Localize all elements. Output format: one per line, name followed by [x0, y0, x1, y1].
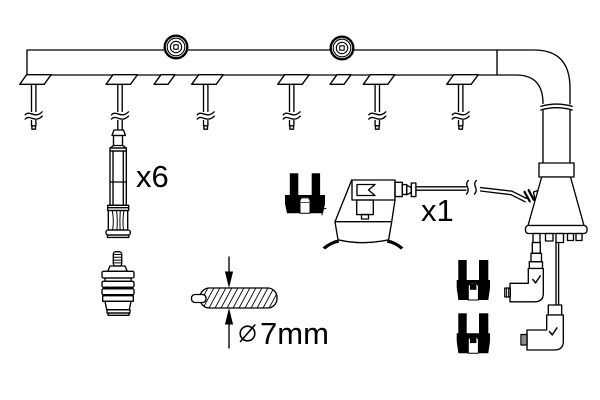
branch-wire: [196, 83, 215, 130]
harness-tabs: [19, 74, 479, 85]
quantity-label-x1: x1: [421, 193, 454, 228]
ribbed-adapter: [101, 251, 135, 316]
check-mark: [532, 275, 541, 284]
diameter-symbol: [239, 324, 256, 343]
cable-harness-rail: [26, 49, 573, 164]
diameter-dimension: [224, 256, 256, 349]
foot-left: [322, 239, 339, 250]
branch-wires: [24, 83, 470, 131]
mounting-grommet: [163, 34, 189, 60]
check-mark: [548, 327, 558, 336]
branch-wire: [368, 83, 387, 130]
cable-cross-section: [190, 287, 278, 309]
connector-boot-silhouette: [456, 312, 491, 354]
mounting-grommet: [329, 35, 355, 61]
elbow-plug-connector: [504, 241, 544, 303]
branch-wire: [451, 83, 470, 130]
blank-tab: [329, 74, 352, 85]
coil-connector: [318, 179, 417, 250]
branch-wire: [24, 83, 43, 130]
distributor-boot: [524, 162, 588, 244]
quantity-label-x6: x6: [136, 159, 169, 194]
wire-ferrule: [523, 189, 535, 203]
cable-core: [190, 293, 207, 304]
pedestal: [334, 221, 393, 244]
blank-tab: [153, 74, 176, 85]
spark-plug-connector: [105, 129, 131, 239]
connector-boot-silhouette: [285, 173, 325, 214]
foot-right: [387, 239, 404, 250]
wire-break-mark: [465, 179, 469, 195]
branch-wire: [110, 83, 130, 131]
diameter-value-label: 7mm: [260, 316, 329, 351]
branch-wire: [282, 83, 301, 130]
pipe-break-mark: [540, 103, 573, 108]
elbow-plug-connector: [520, 241, 564, 351]
connector-boot-silhouette: [456, 259, 491, 301]
